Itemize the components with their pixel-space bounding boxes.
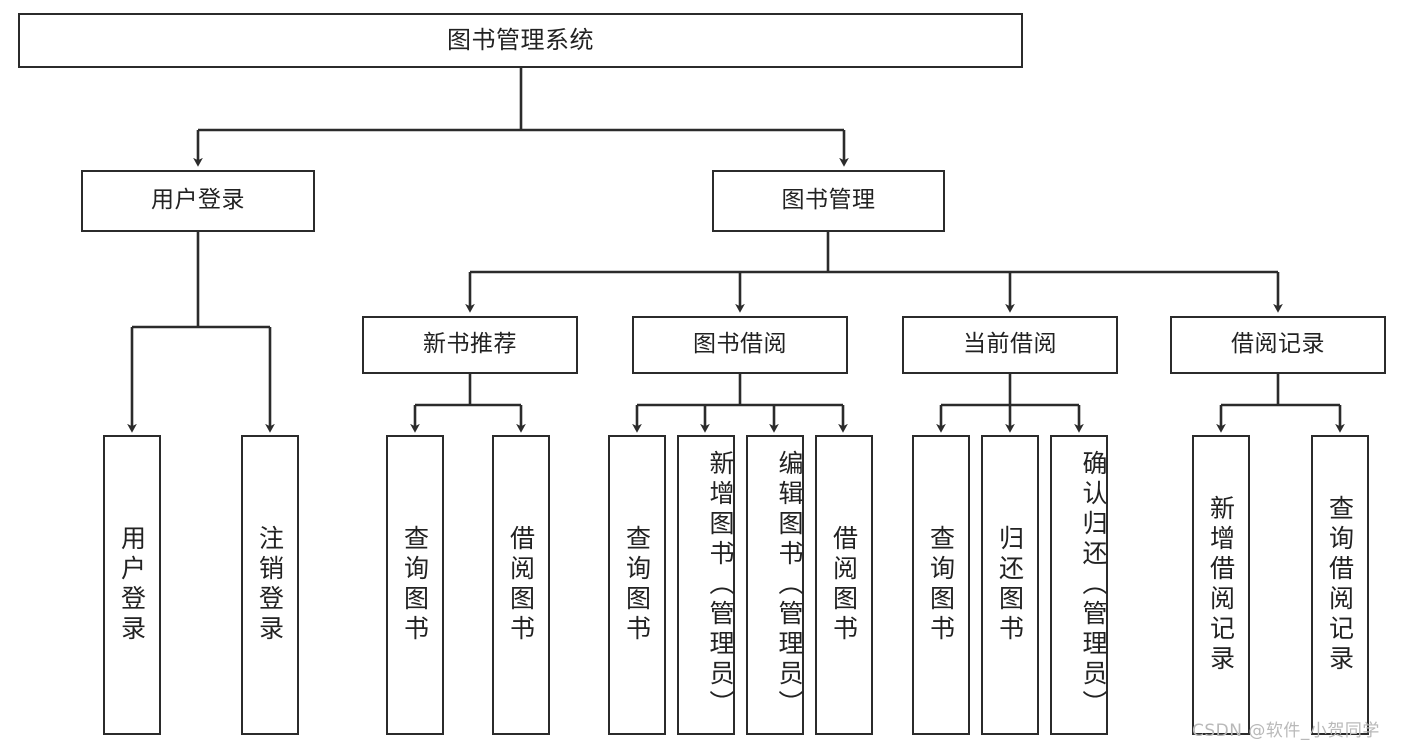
node-label: 用户登录 <box>117 525 147 645</box>
leaf-add-record[interactable]: 新增借阅记录 <box>1192 435 1250 735</box>
leaf-logout[interactable]: 注销登录 <box>241 435 299 735</box>
leaf-query-book-3[interactable]: 查询图书 <box>912 435 970 735</box>
node-label: 用户登录 <box>151 187 245 214</box>
node-label: 编辑图书（管理员） <box>775 450 804 720</box>
node-borrow-record[interactable]: 借阅记录 <box>1170 316 1386 374</box>
node-label: 查询图书 <box>400 525 430 645</box>
node-label: 当前借阅 <box>963 331 1057 358</box>
csdn-watermark: CSDN @软件_小贺同学 <box>1192 721 1380 741</box>
node-label: 借阅图书 <box>829 525 859 645</box>
node-label: 新增图书（管理员） <box>706 450 735 720</box>
leaf-user-login[interactable]: 用户登录 <box>103 435 161 735</box>
node-label: 借阅图书 <box>506 525 536 645</box>
node-book-borrow[interactable]: 图书借阅 <box>632 316 848 374</box>
node-label: 查询图书 <box>622 525 652 645</box>
leaf-borrow-book-1[interactable]: 借阅图书 <box>492 435 550 735</box>
leaf-query-book-2[interactable]: 查询图书 <box>608 435 666 735</box>
node-new-book-rec[interactable]: 新书推荐 <box>362 316 578 374</box>
node-label: 图书管理系统 <box>447 26 594 55</box>
node-label: 新增借阅记录 <box>1206 495 1236 675</box>
node-root-system[interactable]: 图书管理系统 <box>18 13 1023 68</box>
leaf-return-book[interactable]: 归还图书 <box>981 435 1039 735</box>
node-label: 确认归还（管理员） <box>1079 450 1108 720</box>
node-label: 新书推荐 <box>423 331 517 358</box>
node-label: 图书借阅 <box>693 331 787 358</box>
node-current-borrow[interactable]: 当前借阅 <box>902 316 1118 374</box>
leaf-borrow-book-2[interactable]: 借阅图书 <box>815 435 873 735</box>
leaf-add-book[interactable]: 新增图书（管理员） <box>677 435 735 735</box>
leaf-confirm-return[interactable]: 确认归还（管理员） <box>1050 435 1108 735</box>
leaf-query-book-1[interactable]: 查询图书 <box>386 435 444 735</box>
node-user-login[interactable]: 用户登录 <box>81 170 315 232</box>
node-label: 查询借阅记录 <box>1325 495 1355 675</box>
node-label: 图书管理 <box>781 187 876 214</box>
node-label: 注销登录 <box>255 525 285 645</box>
node-label: 归还图书 <box>995 525 1025 645</box>
node-label: 查询图书 <box>926 525 956 645</box>
leaf-query-record[interactable]: 查询借阅记录 <box>1311 435 1369 735</box>
node-label: 借阅记录 <box>1231 331 1325 358</box>
leaf-edit-book[interactable]: 编辑图书（管理员） <box>746 435 804 735</box>
node-book-manage[interactable]: 图书管理 <box>712 170 945 232</box>
